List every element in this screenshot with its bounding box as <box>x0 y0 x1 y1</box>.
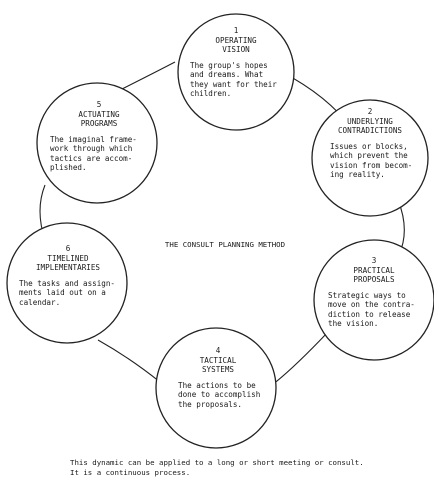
footnote-line: This dynamic can be applied to a long or… <box>70 458 364 467</box>
node-tactical-systems: 4 TACTICAL SYSTEMS The actions to be don… <box>166 346 270 409</box>
arc-3-4 <box>267 331 329 389</box>
node-title: OPERATING VISION <box>215 35 257 55</box>
node-practical-proposals: 3 PRACTICAL PROPOSALS Strategic ways to … <box>322 256 426 329</box>
node-actuating-programs: 5 ACTUATING PROGRAMS The imaginal frame-… <box>44 100 154 173</box>
node-description: Issues or blocks, which prevent the visi… <box>330 141 413 180</box>
circle-timelined-implementaries <box>6 222 128 344</box>
circle-underlying-contradictions <box>311 99 429 217</box>
node-description: The group's hopes and dreams. What they … <box>190 60 277 99</box>
circle-operating-vision <box>177 13 295 131</box>
node-timelined-implementaries: 6 TIMELINED IMPLEMENTARIES The tasks and… <box>13 244 123 307</box>
node-title: UNDERLYING CONTRADICTIONS <box>337 116 402 136</box>
diagram-title: THE CONSULT PLANNING METHOD <box>164 240 286 249</box>
footnote-line: It is a continuous process. <box>70 468 191 477</box>
node-description: The tasks and assign- ments laid out on … <box>19 278 116 307</box>
node-title: ACTUATING PROGRAMS <box>78 109 120 129</box>
circle-tactical-systems <box>155 327 277 449</box>
node-description: The actions to be done to accomplish the… <box>178 380 261 409</box>
node-description: The imaginal frame- work through which t… <box>50 134 137 173</box>
node-number: 3 <box>371 256 377 265</box>
node-underlying-contradictions: 2 UNDERLYING CONTRADICTIONS Issues or bl… <box>318 107 422 180</box>
node-number: 6 <box>65 244 71 253</box>
node-description: Strategic ways to move on the contra- di… <box>328 290 415 329</box>
circle-practical-proposals <box>313 239 434 361</box>
node-number: 5 <box>96 100 102 109</box>
node-number: 1 <box>233 26 239 35</box>
node-title: TACTICAL SYSTEMS <box>199 355 237 375</box>
node-number: 2 <box>367 107 373 116</box>
node-title: PRACTICAL PROPOSALS <box>353 265 395 285</box>
node-title: TIMELINED IMPLEMENTARIES <box>35 253 100 273</box>
arc-4-6 <box>97 339 161 383</box>
footnote: This dynamic can be applied to a long or… <box>70 458 420 478</box>
circle-actuating-programs <box>36 82 158 204</box>
node-operating-vision: 1 OPERATING VISION The group's hopes and… <box>186 26 286 99</box>
node-number: 4 <box>215 346 221 355</box>
